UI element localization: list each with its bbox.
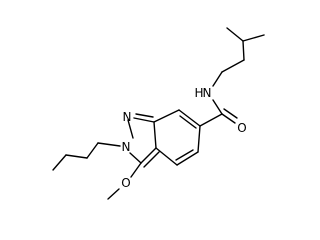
atom-o-carbonyl: O	[237, 121, 246, 135]
atom-n-amide: N H	[194, 86, 211, 100]
bond-butyl-2	[86, 142, 99, 159]
bond-c3-c3a-a	[140, 147, 157, 164]
bond-n1-c7a	[133, 117, 155, 123]
atom-o-methoxy-label: O	[121, 176, 130, 190]
bond-butyl-4	[52, 154, 67, 171]
bond-isopentyl-5	[242, 34, 265, 42]
bond-butyl-3	[65, 154, 88, 159]
bond-isopentyl-2	[221, 59, 245, 73]
bond-o-ch3	[107, 188, 120, 200]
bond-isopentyl-3	[242, 40, 245, 61]
bonds	[52, 27, 265, 200]
bond-c5-c4	[176, 151, 199, 166]
bond-c6-carbonyl	[199, 113, 223, 127]
bond-co-b	[223, 108, 238, 119]
bond-butyl-1	[97, 142, 121, 147]
bond-c3-o	[130, 162, 142, 178]
bond-c4-c3a	[155, 147, 178, 166]
bond-co-a	[221, 113, 236, 124]
bond-c7a-c3a	[153, 121, 157, 149]
bond-isopentyl-4	[226, 27, 244, 42]
atom-n1-label: N	[123, 110, 132, 124]
atom-n1: N	[123, 110, 132, 124]
bond-c5-c4-inner	[175, 149, 194, 161]
bond-isopentyl-1	[212, 71, 223, 87]
atom-n2-label: N	[122, 140, 131, 154]
bond-n2-n1	[127, 119, 134, 139]
atom-o-carbonyl-label: O	[237, 121, 246, 135]
bond-carbonyl-n	[212, 99, 223, 115]
molecule-structure-diagram: N N O N H O	[52, 27, 265, 200]
bond-n2-c3	[129, 152, 142, 164]
atom-h-amide-label: H	[194, 86, 203, 100]
bond-c6-c5	[197, 125, 201, 153]
atom-n-amide-label: N	[203, 86, 212, 100]
bond-c3-c3a-b	[143, 151, 160, 168]
bond-c7-c6-inner	[179, 115, 197, 129]
bond-c7-c6	[178, 109, 201, 127]
bond-n1-c7a-double	[135, 113, 154, 118]
bond-c7a-c7	[153, 109, 180, 123]
atom-labels: N N O N H O	[121, 86, 246, 190]
atom-o-methoxy: O	[121, 176, 130, 190]
atom-n2: N	[122, 140, 131, 154]
